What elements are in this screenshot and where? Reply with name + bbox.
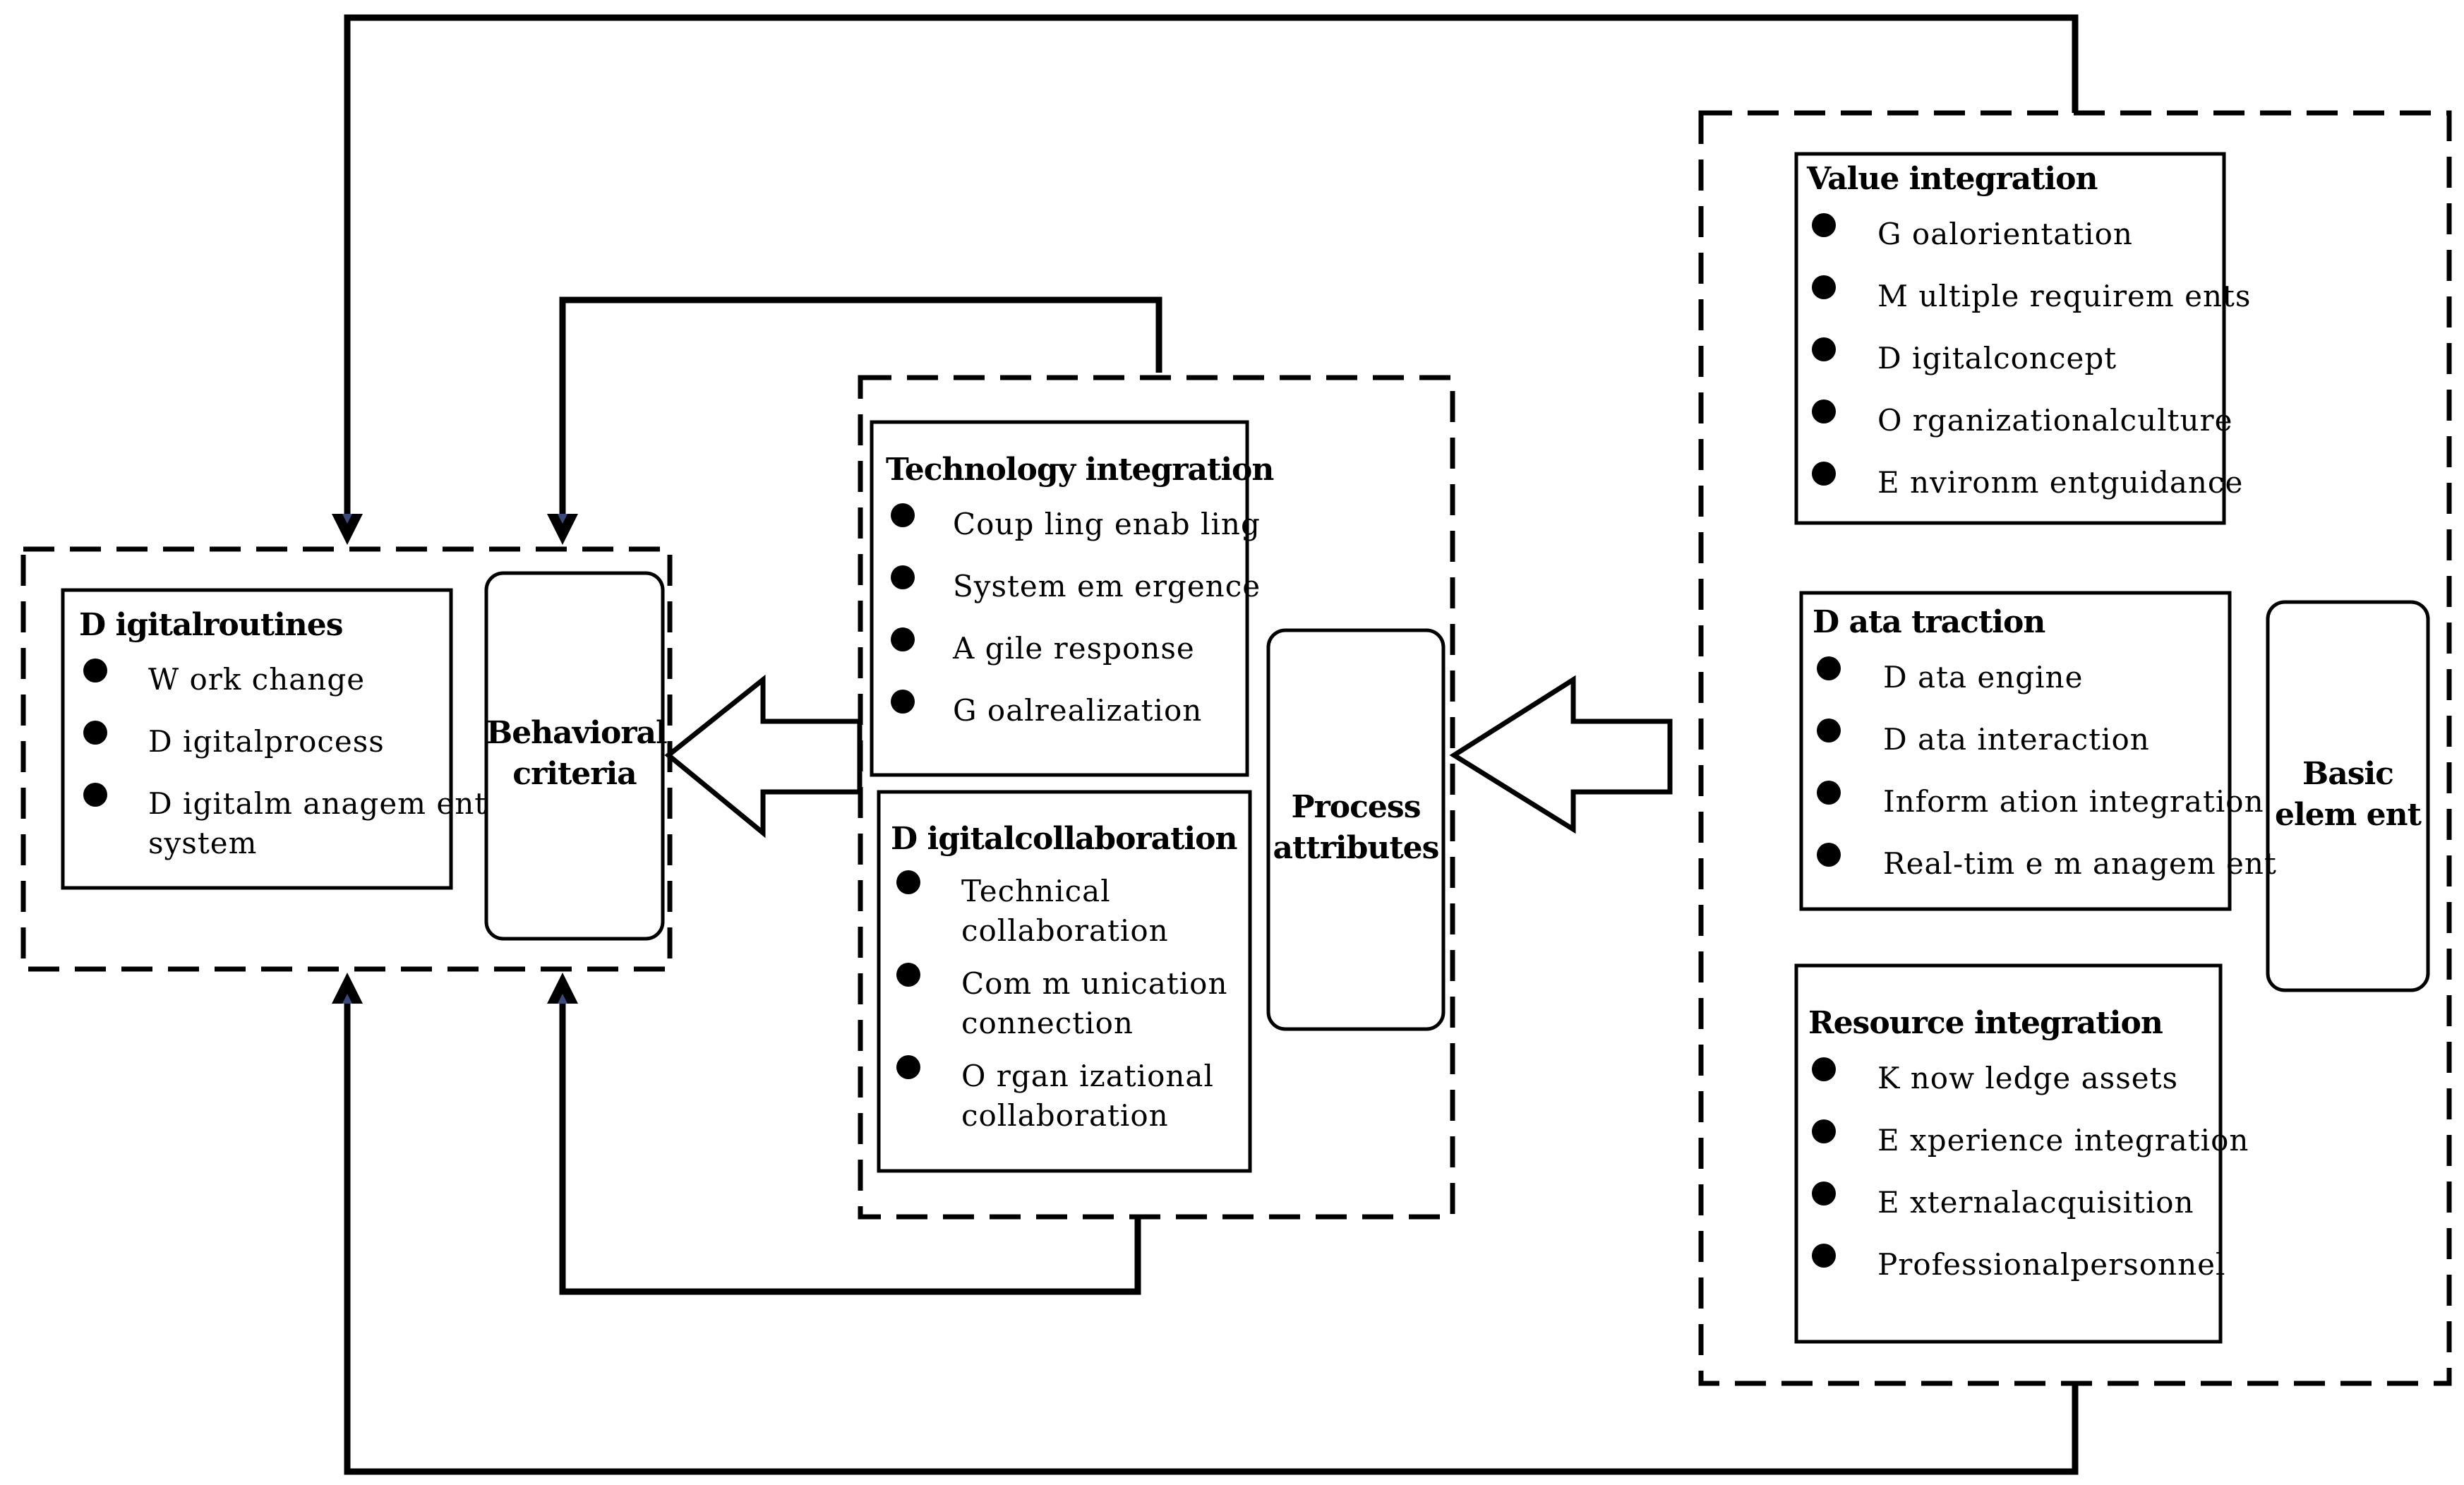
resource-integration-title: Resource integration [1808,1005,2163,1041]
bullet [1817,656,1841,680]
digital-routines-item: W ork change [148,662,366,697]
value-integration-item: M ultiple requirem ents [1877,279,2252,313]
connector-right-bottom-to-routines [344,999,2079,1475]
bullet [1817,719,1841,742]
bullet [1812,462,1836,486]
digital-collaboration-item: collaboration [961,1098,1169,1133]
value-integration-title: Value integration [1807,161,2098,197]
data-traction-item: Inform ation integration [1883,784,2264,819]
digital-collaboration-item: Technical [961,874,1111,908]
basic-element-box [2266,600,2430,992]
bullet [1817,781,1841,805]
arrowhead-down-criteria [547,514,578,545]
resource-integration-item: E xternalacquisition [1877,1185,2194,1220]
bullet [1812,1057,1836,1081]
bullet [891,503,915,527]
bullet [896,1055,920,1079]
basic-element-label: Basic elem ent [2268,754,2428,836]
resource-integration-item: Professionalpersonnel [1877,1247,2226,1282]
connector-right-top-to-routines [344,14,2079,519]
bullet [83,721,107,745]
digital-collaboration-item: O rgan izational [961,1059,1214,1093]
resource-integration-item: K now ledge assets [1877,1061,2179,1095]
resource-integration-item: E xperience integration [1877,1123,2249,1158]
behavioral-criteria-line: criteria [512,756,637,792]
bullet [1812,1119,1836,1143]
value-integration-item: O rganizationalculture [1877,403,2233,438]
bullet [1812,1244,1836,1268]
bullet [1812,275,1836,299]
bullet [1817,843,1841,867]
data-traction-box [1799,591,2232,911]
digital-routines-item: D igitalm anagem ent [148,786,488,821]
digital-routines-box [61,588,453,890]
behavioral-criteria-line: Behavioral [486,715,668,751]
process-attributes-line: attributes [1273,830,1440,866]
basic-element-line: elem ent [2275,797,2422,833]
digital-collaboration-item: connection [961,1006,1134,1040]
arrowhead-up-routines-inner [342,994,352,1004]
digital-routines-title: D igitalroutines [79,607,344,643]
value-integration-item: D igitalconcept [1877,341,2117,375]
arrowhead-down-criteria-inner [558,514,567,524]
technology-integration-title: Technology integration [886,452,1274,488]
bullet [1812,1182,1836,1206]
bullet [1812,399,1836,423]
digital-collaboration-box [877,790,1252,1173]
resource-integration-box [1794,963,2223,1344]
process-attributes-label: Process attributes [1268,787,1443,869]
bullet [83,659,107,683]
arrowhead-down-routines-inner [342,514,352,524]
bullet [1812,337,1836,361]
hollow-arrow-right-to-middle [1449,675,1673,834]
technology-integration-item: A gile response [953,631,1195,666]
arrowhead-up-criteria [547,973,578,1004]
bullet [896,963,920,987]
process-attributes-line: Process [1291,789,1422,825]
bullet [891,690,915,714]
value-integration-box [1794,152,2226,525]
hollow-arrow-middle-to-left [664,674,863,838]
middle-group-frame [858,375,1455,1220]
bullet [83,783,107,807]
value-integration-item: E nvironm entguidance [1877,465,2244,500]
arrowhead-up-criteria-inner [558,994,567,1004]
bullet [891,627,915,651]
connector-middle-bottom-to-criteria [559,999,1141,1295]
arrowhead-down-routines [332,514,363,545]
arrowhead-up-routines [332,973,363,1004]
bullet [891,565,915,589]
data-traction-item: D ata interaction [1883,722,2150,757]
data-traction-item: Real-tim e m anagem ent [1883,846,2277,881]
technology-integration-box [870,420,1249,777]
digital-collaboration-item: Com m unication [961,966,1228,1001]
digital-routines-item: D igitalprocess [148,724,385,759]
data-traction-title: D ata traction [1813,604,2045,640]
data-traction-item: D ata engine [1883,660,2084,695]
behavioral-criteria-box [484,571,665,941]
digital-collaboration-title: D igitalcollaboration [891,821,1237,857]
digital-collaboration-item: collaboration [961,913,1169,948]
technology-integration-item: System em ergence [953,569,1261,603]
value-integration-item: G oalorientation [1877,217,2133,251]
bullet [1812,213,1836,237]
behavioral-criteria-label: Behavioral criteria [486,713,668,795]
process-attributes-box [1266,628,1446,1031]
connector-middle-top-to-criteria [559,296,1162,519]
digital-routines-item: system [148,826,258,860]
technology-integration-item: G oalrealization [953,693,1203,728]
technology-integration-item: Coup ling enab ling [953,507,1261,541]
bullet [896,870,920,894]
basic-element-line: Basic [2302,756,2394,792]
